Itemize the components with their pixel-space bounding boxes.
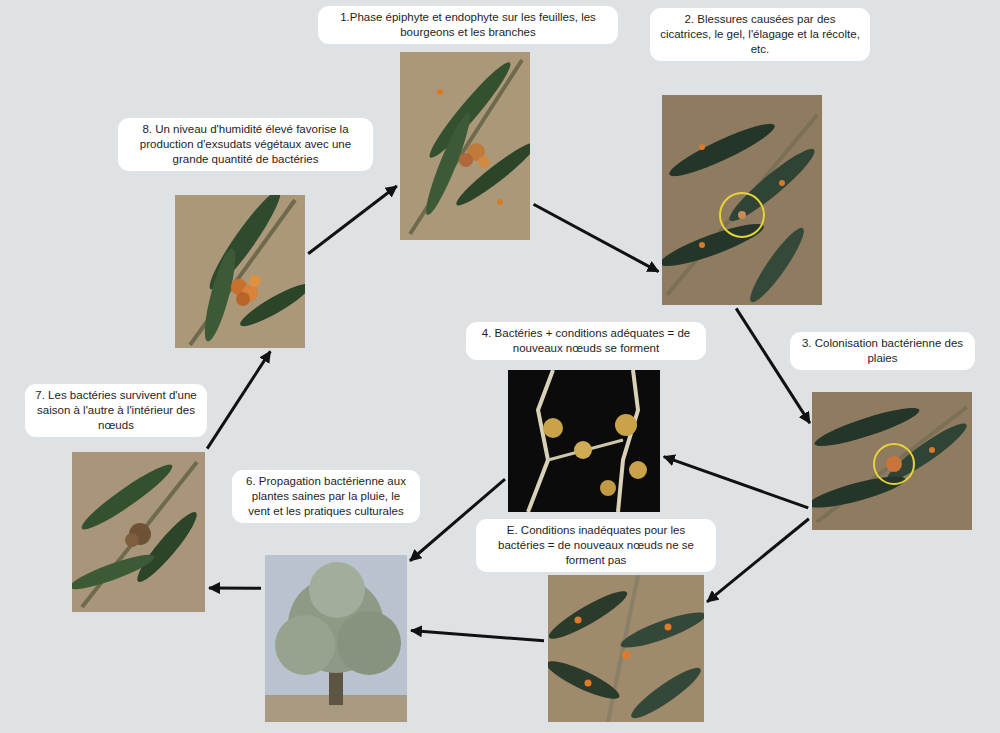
branch xyxy=(410,60,522,234)
leaf xyxy=(131,507,203,588)
stage-caption: 2. Blessures causées par des cicatrices,… xyxy=(658,12,862,57)
stage-caption: 4. Bactéries + conditions adéquates = de… xyxy=(474,326,698,356)
leaf xyxy=(423,57,516,164)
caption-bubble: E. Conditions inadéquates pour les bacté… xyxy=(476,519,716,572)
branch xyxy=(548,440,623,460)
caption-bubble: 4. Bactéries + conditions adéquates = de… xyxy=(466,322,706,360)
knot xyxy=(236,292,250,306)
leaf-photo xyxy=(812,392,972,530)
spot xyxy=(699,242,705,248)
highlight-circle xyxy=(720,193,764,237)
knot xyxy=(886,456,902,472)
canopy xyxy=(337,611,401,675)
stage-caption: 8. Un niveau d'humidité élevé favorise l… xyxy=(126,122,365,167)
spot xyxy=(585,680,592,687)
caption-bubble: 2. Blessures causées par des cicatrices,… xyxy=(650,8,870,61)
leaf xyxy=(812,401,922,452)
canopy xyxy=(275,615,335,675)
knot xyxy=(125,533,139,547)
cycle-arrow xyxy=(534,204,659,271)
spot xyxy=(699,144,705,150)
stage-node: 7. Les bactéries survivent d'une saison … xyxy=(72,452,205,612)
soil-ground xyxy=(812,392,972,530)
stage-caption: 7. Les bactéries survivent d'une saison … xyxy=(33,388,199,433)
stage-node: 6. Propagation bactérienne aux plantes s… xyxy=(265,555,407,722)
leaf-photo xyxy=(400,52,530,240)
cycle-arrow xyxy=(308,186,397,254)
knot xyxy=(249,275,261,287)
canopy xyxy=(309,562,365,618)
cycle-arrow xyxy=(209,587,261,590)
leaf xyxy=(618,606,704,654)
leaf-photo xyxy=(662,95,822,305)
stage-caption: 6. Propagation bactérienne aux plantes s… xyxy=(240,474,412,519)
knot xyxy=(615,414,637,436)
caption-bubble: 6. Propagation bactérienne aux plantes s… xyxy=(232,470,420,523)
cycle-arrow xyxy=(707,519,809,602)
leaf xyxy=(72,549,157,595)
knot xyxy=(600,480,616,496)
stage-node: 4. Bactéries + conditions adéquates = de… xyxy=(508,370,660,512)
wound xyxy=(738,211,746,219)
leaf xyxy=(77,458,177,536)
dark-ground xyxy=(508,370,660,512)
caption-bubble: 3. Colonisation bactérienne des plaies xyxy=(790,332,975,370)
leaf xyxy=(452,137,530,211)
leaf xyxy=(236,278,305,332)
knot xyxy=(629,461,647,479)
branch xyxy=(528,370,553,512)
leaf xyxy=(548,655,623,705)
leaf xyxy=(744,223,810,305)
highlight-circle xyxy=(874,444,914,484)
soil-ground xyxy=(175,195,305,348)
knot xyxy=(574,441,592,459)
spot xyxy=(575,617,582,624)
stage-caption: 3. Colonisation bactérienne des plaies xyxy=(798,336,967,366)
branch-photo xyxy=(508,370,660,512)
stage-node: 1.Phase épiphyte et endophyte sur les fe… xyxy=(400,52,530,240)
soil-ground xyxy=(400,52,530,240)
soil-ground xyxy=(548,575,704,722)
spot xyxy=(665,624,672,631)
leaf-photo xyxy=(548,575,704,722)
cycle-arrow xyxy=(664,457,808,508)
leaf xyxy=(723,142,820,228)
stage-node: E. Conditions inadéquates pour les bacté… xyxy=(548,575,704,722)
leaf xyxy=(548,585,631,646)
soil-ground xyxy=(72,452,205,612)
spot xyxy=(779,180,785,186)
knot xyxy=(543,418,563,438)
leaf xyxy=(199,246,241,343)
leaf xyxy=(626,662,704,722)
stage-node: 3. Colonisation bactérienne des plaies xyxy=(812,392,972,530)
knot xyxy=(459,153,473,167)
leaf xyxy=(662,217,767,273)
spot xyxy=(622,651,630,659)
cycle-arrow xyxy=(207,351,270,448)
soil-ground xyxy=(662,95,822,305)
caption-bubble: 7. Les bactéries survivent d'une saison … xyxy=(25,384,207,437)
spot xyxy=(497,199,503,205)
leaf-photo xyxy=(72,452,205,612)
cycle-arrow xyxy=(411,630,544,640)
leaf xyxy=(665,116,779,183)
caption-bubble: 1.Phase épiphyte et endophyte sur les fe… xyxy=(318,6,618,44)
tree-photo xyxy=(265,555,407,722)
leaf-photo xyxy=(175,195,305,348)
stage-node: 8. Un niveau d'humidité élevé favorise l… xyxy=(175,195,305,348)
knot xyxy=(478,156,490,168)
caption-bubble: 8. Un niveau d'humidité élevé favorise l… xyxy=(118,118,373,171)
stage-caption: E. Conditions inadéquates pour les bacté… xyxy=(484,523,708,568)
stage-node: 2. Blessures causées par des cicatrices,… xyxy=(662,95,822,305)
sky xyxy=(265,555,407,722)
spot xyxy=(437,89,443,95)
stage-caption: 1.Phase épiphyte et endophyte sur les fe… xyxy=(326,10,610,40)
spot xyxy=(929,447,935,453)
leaf xyxy=(812,470,908,513)
